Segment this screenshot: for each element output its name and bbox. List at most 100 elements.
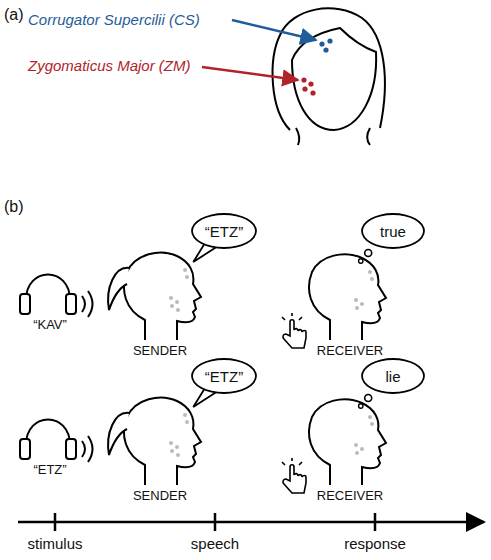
electrode-dots — [354, 415, 374, 455]
timeline-axis — [18, 513, 484, 531]
electrode-dot — [355, 451, 359, 455]
ponytail — [108, 268, 129, 310]
sender-head — [108, 398, 201, 485]
electrode-dot — [302, 86, 307, 91]
electrode-dot — [170, 304, 174, 308]
neck-line — [296, 128, 370, 145]
electrode-dot — [354, 298, 358, 302]
electrode-dot — [185, 275, 189, 279]
electrode-dot — [183, 413, 187, 417]
time-label: stimulus — [27, 536, 82, 553]
tap-marks — [282, 313, 302, 320]
thought-bubble: true — [362, 214, 424, 248]
receiver-head — [309, 254, 386, 340]
electrode-dot — [169, 441, 173, 445]
muscle-label: Corrugator Supercilii (CS) — [28, 12, 200, 29]
receiver-head — [309, 399, 386, 485]
electrode-dot — [310, 90, 315, 95]
headband — [26, 275, 70, 301]
woman-face — [273, 8, 385, 145]
tick-mark — [214, 513, 217, 531]
figure-label: “ETZ” — [33, 463, 66, 477]
electrode-dots — [169, 413, 189, 457]
figure-label: RECEIVER — [317, 489, 383, 503]
head-profile — [309, 254, 386, 340]
headphones-icon — [20, 420, 93, 463]
time-arrow — [18, 521, 484, 524]
electrode-dot — [185, 420, 189, 424]
electrode-dot — [183, 268, 187, 272]
headband — [26, 420, 70, 446]
figure-label: SENDER — [133, 489, 187, 503]
bubble-body — [362, 359, 424, 393]
judgement-word: true — [362, 214, 424, 248]
electrode-dots — [169, 268, 189, 312]
electrode-dot — [308, 81, 313, 86]
sound-waves — [82, 436, 93, 462]
bubble-body — [362, 214, 424, 248]
electrode-dot — [368, 270, 372, 274]
figure-label: SENDER — [133, 344, 187, 358]
ear-cup — [20, 439, 30, 459]
panel-label: (a) — [4, 6, 24, 24]
time-label: speech — [191, 536, 239, 553]
bubble-body — [192, 359, 256, 393]
electrode-dot — [327, 38, 332, 43]
hand-shape — [283, 320, 306, 348]
electrode-dot — [301, 77, 306, 82]
speech-bubble: “ETZ” — [192, 359, 256, 393]
hand-shape — [283, 465, 306, 493]
speech-bubble: “ETZ” — [192, 214, 256, 248]
electrode-dot — [176, 308, 180, 312]
electrode-dot — [169, 296, 173, 300]
electrode-dot — [370, 277, 374, 281]
electrode-dot — [176, 453, 180, 457]
zm-electrodes — [301, 77, 315, 95]
electrode-dot — [175, 300, 179, 304]
electrode-dot — [368, 415, 372, 419]
figure-label: “KAV” — [33, 318, 67, 332]
head-profile — [124, 398, 201, 485]
tick-mark — [374, 513, 377, 531]
time-label: response — [344, 536, 406, 553]
electrode-dot — [360, 447, 364, 451]
cs-electrodes — [319, 38, 332, 52]
ponytail — [108, 413, 129, 455]
ear-cup — [20, 294, 30, 314]
ear-cup — [66, 439, 76, 459]
electrode-dot — [323, 47, 328, 52]
panel-label: (b) — [4, 198, 24, 216]
thought-bubble: lie — [362, 359, 424, 393]
bubble-body — [192, 214, 256, 248]
tick-mark — [54, 513, 57, 531]
thought-dot — [359, 259, 363, 263]
thought-dot — [365, 395, 372, 402]
face-outline — [292, 28, 376, 130]
electrode-dots — [354, 270, 374, 310]
electrode-dot — [354, 443, 358, 447]
leader-arrow — [202, 67, 298, 80]
sound-waves — [82, 291, 93, 317]
leader-arrow — [232, 20, 316, 40]
ear-cup — [66, 294, 76, 314]
judgement-word: lie — [362, 359, 424, 393]
hand-tap-icon — [282, 458, 306, 493]
figure-label: RECEIVER — [317, 344, 383, 358]
electrode-dot — [370, 422, 374, 426]
spoken-word: “ETZ” — [192, 359, 256, 393]
electrode-dot — [355, 306, 359, 310]
electrode-dot — [175, 445, 179, 449]
thought-dot — [365, 250, 372, 257]
electrode-dot — [360, 302, 364, 306]
head-profile — [124, 253, 201, 340]
spoken-word: “ETZ” — [192, 214, 256, 248]
headphones-icon — [20, 275, 93, 318]
thought-dot — [359, 404, 363, 408]
electrode-dot — [319, 41, 324, 46]
hand-tap-icon — [282, 313, 306, 348]
head-profile — [309, 399, 386, 485]
sender-head — [108, 253, 201, 340]
hair-outline — [273, 8, 385, 130]
